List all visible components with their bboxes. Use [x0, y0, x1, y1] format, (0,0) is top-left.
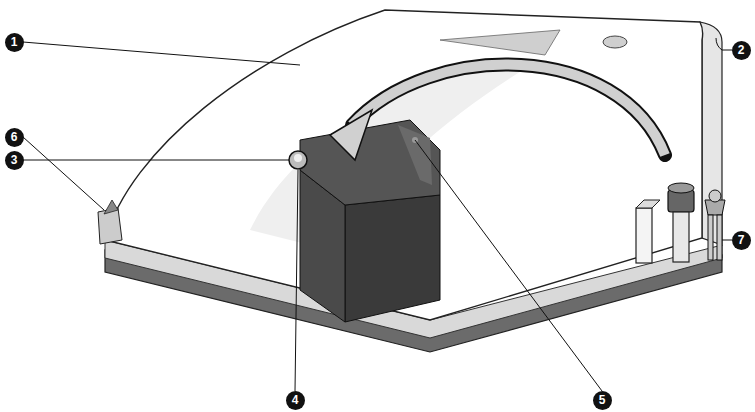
- insert-arrow-head: [330, 110, 372, 160]
- lid-highlight: [398, 125, 432, 185]
- holder-leg: [708, 215, 713, 260]
- leader-line: [716, 38, 732, 50]
- leader-line: [23, 137, 104, 210]
- cuvette-cap-top: [668, 183, 694, 193]
- callout-number: 1: [5, 33, 24, 52]
- holder-leg: [717, 215, 722, 260]
- insert-arrow-outline: [352, 65, 665, 155]
- callout-number: 6: [5, 128, 24, 147]
- leader-line: [295, 170, 298, 391]
- holder-knob: [709, 190, 721, 202]
- leader-line: [722, 240, 732, 241]
- side-port-tab: [104, 200, 118, 214]
- callout-number: 3: [5, 151, 24, 170]
- power-button: [603, 36, 627, 48]
- cuvette-top: [636, 200, 660, 208]
- release-button: [289, 151, 307, 169]
- callout-number: 4: [286, 391, 305, 410]
- compartment-lid: [300, 120, 440, 205]
- insert-arrow: [352, 65, 665, 155]
- callout-number: 5: [593, 391, 612, 410]
- cuvette: [636, 208, 652, 263]
- compartment-front: [345, 195, 440, 322]
- side-port: [98, 208, 122, 244]
- leader-line: [23, 42, 300, 65]
- callout-number: 7: [732, 231, 751, 250]
- leader-line: [415, 140, 602, 391]
- leader-line: [23, 160, 289, 161]
- capped-cuvette: [673, 212, 689, 262]
- display-window: [440, 30, 560, 55]
- callout-number: 2: [732, 41, 751, 60]
- release-button-top: [294, 154, 302, 162]
